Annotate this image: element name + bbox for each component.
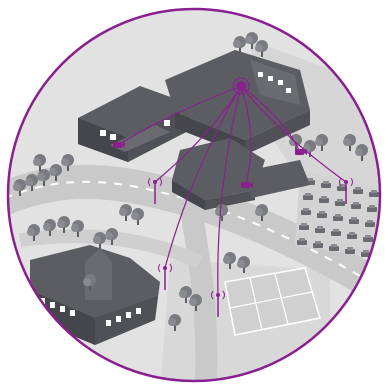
parked-car-icon (299, 223, 309, 230)
parked-car-icon (337, 184, 347, 191)
tree-icon (105, 228, 118, 245)
tree-icon (255, 40, 268, 57)
network-endpoints (113, 142, 353, 317)
tree-icon (71, 220, 84, 237)
parked-car-icon (349, 217, 359, 224)
tree-icon (223, 252, 236, 269)
tree-icon (255, 204, 268, 221)
network-link (164, 85, 242, 269)
tree-icon (61, 154, 74, 171)
tree-icon (168, 314, 181, 331)
parked-car-icon (331, 229, 341, 236)
tree-icon (315, 134, 328, 151)
parked-car-icon (363, 235, 373, 242)
side-road (179, 203, 218, 381)
parked-car-icon (335, 199, 345, 206)
network-link (117, 85, 242, 146)
security-camera-icon (295, 149, 307, 155)
tree-icon (131, 208, 144, 225)
school-building-bottom-left (30, 245, 160, 345)
tree-icon (49, 164, 62, 181)
tree-icon (13, 179, 26, 196)
wifi-antenna-icon (148, 177, 162, 204)
network-link (240, 85, 252, 186)
tree-icon (233, 36, 246, 53)
parked-car-icon (365, 220, 375, 227)
wifi-antenna-icon (211, 290, 225, 317)
parked-car-icon (329, 244, 339, 251)
parked-car-icon (367, 205, 377, 212)
tennis-court (224, 267, 321, 336)
wifi-antenna-icon (158, 263, 172, 290)
network-link (240, 85, 347, 183)
parked-car-icon (345, 247, 355, 254)
parked-car-icon (303, 193, 313, 200)
tree-icon (43, 219, 56, 236)
tree-icon (57, 216, 70, 233)
parked-car-icon (313, 241, 323, 248)
network-link (240, 85, 301, 153)
parked-car-icon (297, 238, 307, 245)
tree-icon (37, 169, 50, 186)
parked-car-icon (333, 214, 343, 221)
school-building-top-left (78, 86, 190, 162)
tree-icon (25, 174, 38, 191)
parked-car-icon (351, 202, 361, 209)
parked-car-icon (315, 226, 325, 233)
tree-icon (179, 286, 192, 303)
parked-car-icon (347, 232, 357, 239)
tree-icon (33, 154, 46, 171)
network-link (154, 85, 242, 183)
tree-icon (343, 134, 356, 151)
tree-icon (93, 232, 106, 249)
tree-icon (27, 224, 40, 241)
parked-car-icon (353, 187, 363, 194)
parked-car-icon (321, 181, 331, 188)
circle-border (6, 7, 382, 383)
parked-car-icon (317, 211, 327, 218)
wifi-antenna-icon (339, 177, 353, 204)
security-camera-icon (113, 142, 125, 148)
trees (13, 32, 368, 331)
parked-car-icon (369, 190, 379, 197)
tree-icon (289, 134, 302, 151)
tree-icon (189, 294, 202, 311)
tree-icon (245, 32, 258, 49)
tree-icon (355, 144, 368, 161)
network-links (117, 85, 347, 296)
network-link (217, 85, 242, 296)
tree-icon (83, 274, 96, 291)
tree-icon (237, 256, 250, 273)
lower-road (19, 229, 203, 269)
parked-car-icon (301, 208, 311, 215)
tree-icon (119, 204, 132, 221)
main-road-dash (8, 180, 380, 301)
parked-car-icon (319, 196, 329, 203)
wireless-access-point-icon (232, 77, 250, 95)
security-camera-icon (241, 182, 253, 188)
main-building (165, 50, 310, 155)
